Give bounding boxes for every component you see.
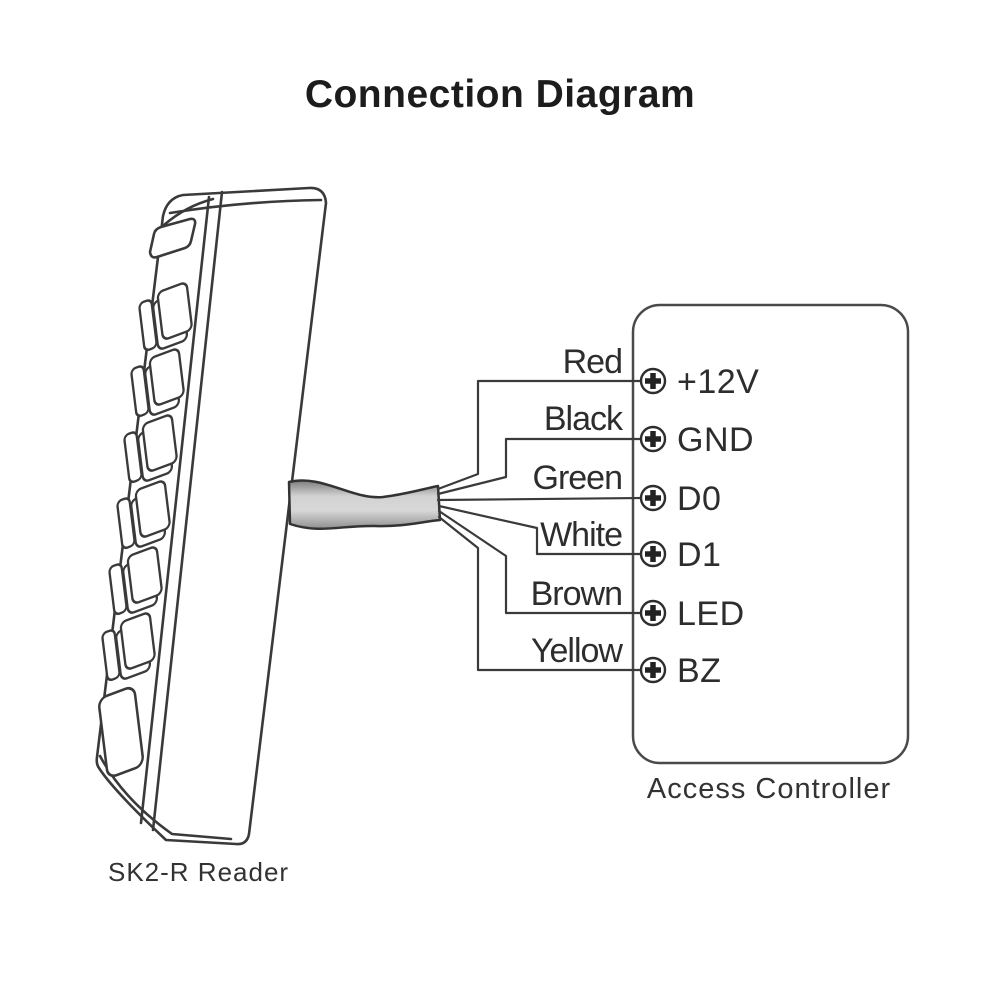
screw-terminal-icon [639, 540, 667, 568]
wire-label-black: Black [544, 400, 624, 438]
reader-card-window [98, 686, 144, 778]
controller-caption: Access Controller [647, 773, 891, 805]
wire-black [436, 437, 643, 496]
keypad-row [108, 546, 163, 616]
screw-terminal-icon [639, 484, 667, 512]
keypad-key [148, 348, 185, 406]
reader-side-boundary-outer [151, 190, 224, 832]
reader-cable [287, 479, 442, 530]
keypad-key [119, 612, 156, 670]
screw-terminal-icon [639, 656, 667, 684]
terminals [639, 367, 667, 684]
keypad [101, 282, 193, 682]
wire-green [436, 496, 643, 502]
wire-label-green: Green [533, 459, 623, 497]
wire-brown [437, 509, 643, 615]
terminal-label-d0: D0 [677, 480, 721, 518]
reader-caption: SK2-R Reader [108, 857, 289, 887]
terminal-label-led: LED [677, 595, 745, 633]
keypad-row [123, 414, 178, 484]
wire-label-brown: Brown [531, 575, 622, 613]
wire-label-white: White [540, 516, 622, 554]
wire-red [436, 379, 643, 491]
keypad-row [130, 348, 185, 418]
keypad-key [126, 546, 163, 604]
terminal-label-d1: D1 [677, 536, 721, 574]
reader-indicator-window [148, 217, 197, 259]
terminal-label-gnd: GND [677, 421, 754, 459]
screw-terminal-icon [639, 425, 667, 453]
wire-yellow [437, 515, 643, 672]
keypad-key [141, 414, 178, 472]
keypad-key [156, 282, 193, 340]
terminal-label-12v: +12V [677, 363, 759, 401]
terminal-label-bz: BZ [677, 652, 721, 690]
screw-terminal-icon [639, 367, 667, 395]
keypad-row [101, 612, 156, 682]
wire-label-red: Red [563, 343, 622, 381]
reader-device [95, 186, 328, 846]
keypad-row [116, 480, 171, 550]
keypad-row [138, 282, 193, 352]
screw-terminal-icon [639, 599, 667, 627]
page-title: Connection Diagram [305, 73, 695, 116]
controller-box [631, 303, 910, 765]
wire-white [437, 504, 643, 556]
reader-body-outline [95, 186, 328, 846]
keypad-key [134, 480, 171, 538]
wire-label-yellow: Yellow [531, 632, 623, 670]
wires [436, 379, 643, 672]
reader-side-boundary-inner [139, 195, 211, 825]
